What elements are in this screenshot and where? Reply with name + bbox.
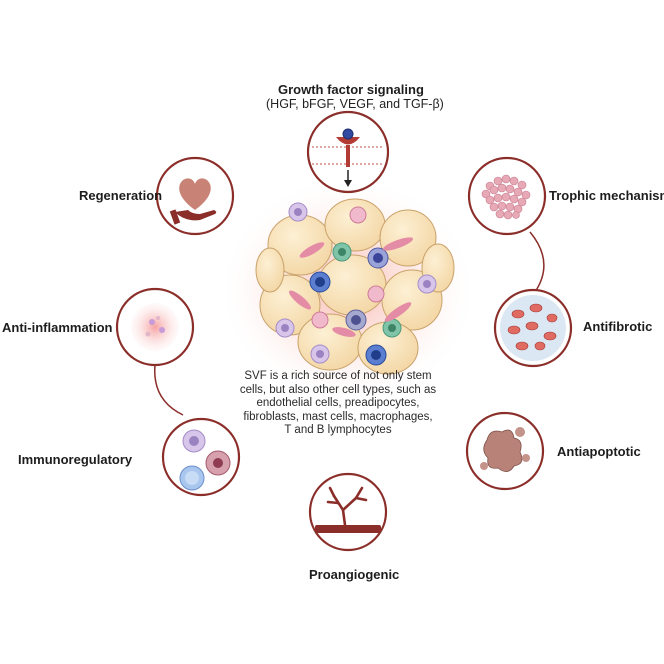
svf-description-line: cells, but also other cell types, such a… bbox=[239, 383, 437, 396]
connector-inflammation-immuno bbox=[154, 364, 184, 416]
apoptotic-cells-icon bbox=[465, 411, 545, 491]
immunoregulatory-label: Immunoregulatory bbox=[18, 452, 133, 467]
fibrotic-tissue-icon bbox=[493, 288, 573, 368]
svf-description: SVF is a rich source of not only stem ce… bbox=[238, 370, 438, 438]
growth-factor-subtitle: (HGF, bFGF, VEGF, and TGF-β) bbox=[266, 97, 444, 111]
antifibrotic-label: Antifibrotic bbox=[583, 319, 653, 334]
svf-description-line: fibroblasts, mast cells, macrophages, bbox=[243, 410, 433, 423]
blood-vessel-icon bbox=[308, 472, 388, 552]
trophic-label: Trophic mechanism bbox=[549, 188, 664, 203]
svf-small-cells bbox=[275, 202, 437, 366]
receptor-signaling-icon bbox=[306, 110, 390, 194]
svf-description-line: SVF is a rich source of not only stem bbox=[244, 370, 432, 382]
antiapoptotic-label: Antiapoptotic bbox=[557, 444, 641, 459]
inflammation-icon bbox=[115, 287, 195, 367]
growth-factor-title: Growth factor signaling bbox=[278, 82, 424, 97]
regeneration-label: Regeneration bbox=[79, 188, 163, 203]
svf-description-line: T and B lymphocytes bbox=[284, 424, 392, 436]
trophic-cells-icon bbox=[467, 156, 547, 236]
heart-in-hand-icon bbox=[155, 156, 235, 236]
connector-lines bbox=[154, 231, 545, 416]
proangiogenic-label: Proangiogenic bbox=[309, 567, 400, 582]
svf-description-line: endothelial cells, preadipocytes, bbox=[256, 397, 420, 409]
connector-trophic-antifibrotic bbox=[529, 231, 545, 293]
immune-cells-icon bbox=[161, 417, 241, 497]
anti-inflammation-label: Anti-inflammation bbox=[2, 320, 113, 335]
